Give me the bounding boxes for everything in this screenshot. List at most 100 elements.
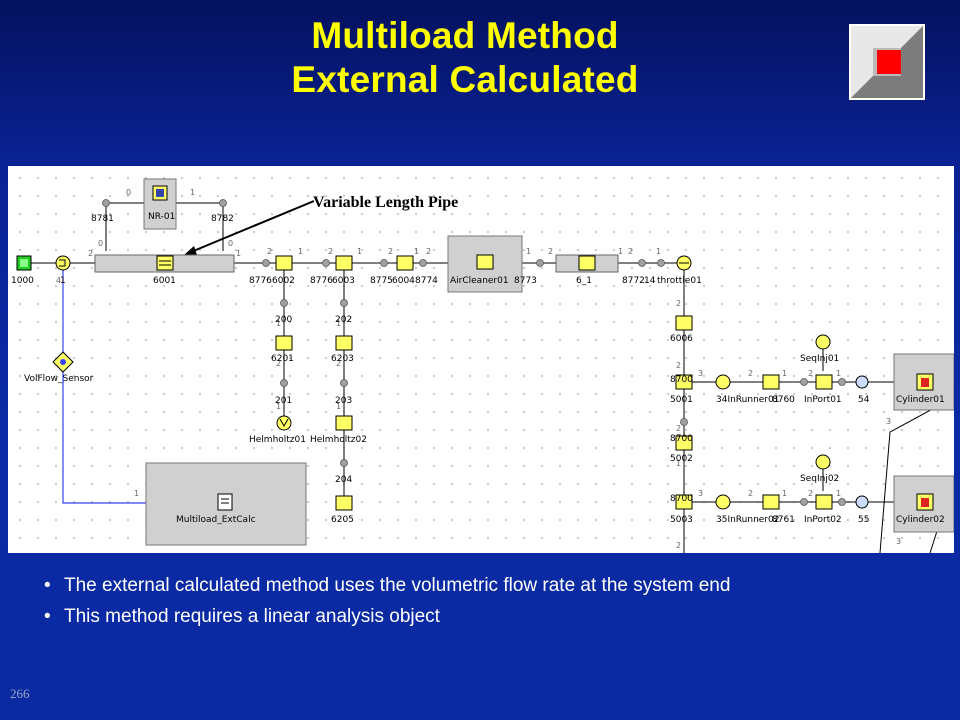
svg-text:2: 2 (276, 359, 281, 368)
label-54: 54 (858, 395, 870, 405)
bullet-item: •This method requires a linear analysis … (44, 603, 730, 634)
label-35inrunner02: 35InRunner02 (716, 515, 779, 525)
label-helmholtz02: Helmholtz02 (310, 435, 367, 445)
exit-button-icon[interactable] (849, 24, 925, 100)
svg-text:2: 2 (88, 249, 93, 258)
volflow-sensor-icon[interactable] (52, 351, 74, 373)
exit-red-square (877, 50, 901, 74)
svg-text:1: 1 (618, 247, 623, 256)
label-seqinj02: SeqInj02 (800, 474, 839, 484)
model-diagram: 0 1 0 0 2 1 2 1 2 1 2 1 2 1 2 1 2 1 4 1 … (8, 166, 954, 553)
label-201: 201 (275, 396, 292, 406)
bullet-item: • The external calculated method uses the… (44, 572, 730, 603)
cylinder01-block[interactable] (893, 353, 954, 411)
label-5001: 5001 (670, 395, 693, 405)
svg-text:2: 2 (748, 369, 753, 378)
svg-text:2: 2 (267, 247, 272, 256)
pipe-6001[interactable] (94, 254, 235, 273)
helmholtz01-icon[interactable] (276, 415, 292, 431)
callout-variable-length-pipe: Variable Length Pipe (313, 194, 458, 211)
label-8775: 8775 (370, 276, 393, 286)
branch-pipes[interactable] (275, 315, 833, 511)
boundary-1000[interactable] (16, 255, 32, 271)
helmholtz02-icon[interactable] (335, 415, 353, 431)
label-8700b: 8700 (670, 434, 693, 444)
svg-text:0: 0 (98, 239, 103, 248)
label-cylinder01: Cylinder01 (896, 395, 945, 405)
small-pipes[interactable] (275, 255, 414, 271)
label-8700a: 8700 (670, 375, 693, 385)
aircleaner-block[interactable] (447, 235, 523, 293)
svg-text:1: 1 (336, 319, 341, 328)
label-14: 14 (644, 276, 656, 286)
label-volflow-sensor: VolFlow_Sensor (24, 374, 94, 384)
label-8773: 8773 (514, 276, 537, 286)
svg-text:1: 1 (190, 188, 195, 197)
bullet-dot: • (44, 575, 51, 596)
label-6002: 6002 (272, 276, 295, 286)
label-6_1: 6_1 (576, 276, 592, 286)
slide-title: Multiload Method External Calculated (0, 14, 930, 102)
label-6201: 6201 (271, 354, 294, 364)
label-multiload: Multiload_ExtCalc (176, 515, 256, 525)
label-8776b: 8776 (310, 276, 333, 286)
svg-text:3: 3 (698, 369, 703, 378)
label-8700c: 8700 (670, 494, 693, 504)
label-8782: 8782 (211, 214, 234, 224)
svg-text:1: 1 (134, 489, 139, 498)
label-nr01: NR-01 (148, 212, 175, 222)
svg-text:1: 1 (782, 369, 787, 378)
label-202: 202 (335, 315, 352, 325)
svg-text:2: 2 (426, 247, 431, 256)
svg-text:0: 0 (228, 239, 233, 248)
svg-text:2: 2 (336, 359, 341, 368)
svg-text:1: 1 (526, 247, 531, 256)
svg-text:2: 2 (328, 247, 333, 256)
label-6006: 6006 (670, 334, 693, 344)
svg-text:1: 1 (357, 247, 362, 256)
label-6203: 6203 (331, 354, 354, 364)
runner-icons[interactable] (715, 374, 731, 510)
junction-1-icon[interactable] (55, 255, 71, 271)
svg-text:2: 2 (548, 247, 553, 256)
pipe-6_1[interactable] (555, 254, 619, 273)
label-6205: 6205 (331, 515, 354, 525)
bullet-text: This method requires a linear analysis o… (64, 606, 440, 627)
label-aircleaner: AirCleaner01 (450, 276, 509, 286)
injector-icons[interactable] (815, 334, 831, 470)
svg-text:4: 4 (56, 276, 61, 285)
svg-text:2: 2 (808, 489, 813, 498)
bullet-text: The external calculated method uses the … (64, 575, 731, 596)
callout-arrow (184, 200, 315, 255)
label-1000: 1000 (11, 276, 34, 286)
label-seqinj01: SeqInj01 (800, 354, 839, 364)
label-8760: 8760 (772, 395, 795, 405)
svg-text:1: 1 (298, 247, 303, 256)
label-34inrunner01: 34InRunner01 (716, 395, 779, 405)
junction-nodes (102, 199, 846, 506)
svg-text:1: 1 (676, 459, 681, 468)
label-helmholtz01: Helmholtz01 (249, 435, 306, 445)
label-inport02: InPort02 (804, 515, 842, 525)
label-8781: 8781 (91, 214, 114, 224)
cylinder02-block[interactable] (893, 475, 954, 533)
label-1: 1 (60, 276, 66, 286)
svg-text:2: 2 (676, 541, 681, 550)
throttle-icon[interactable] (676, 255, 692, 271)
multiload-extcalc-block[interactable] (145, 462, 307, 546)
svg-text:3: 3 (896, 537, 901, 546)
title-line-2: External Calculated (291, 59, 639, 100)
label-inport01: InPort01 (804, 395, 842, 405)
label-8776a: 8776 (249, 276, 272, 286)
svg-text:1: 1 (236, 249, 241, 258)
svg-text:1: 1 (836, 489, 841, 498)
svg-text:2: 2 (628, 247, 633, 256)
svg-text:1: 1 (414, 247, 419, 256)
svg-text:2: 2 (676, 424, 681, 433)
nr01-block[interactable] (143, 178, 177, 230)
svg-text:1: 1 (782, 489, 787, 498)
title-line-1: Multiload Method (311, 15, 619, 56)
valve-icons[interactable] (855, 375, 869, 509)
svg-text:1: 1 (276, 319, 281, 328)
diagram-canvas: 0 1 0 0 2 1 2 1 2 1 2 1 2 1 2 1 2 1 4 1 … (11, 178, 954, 553)
